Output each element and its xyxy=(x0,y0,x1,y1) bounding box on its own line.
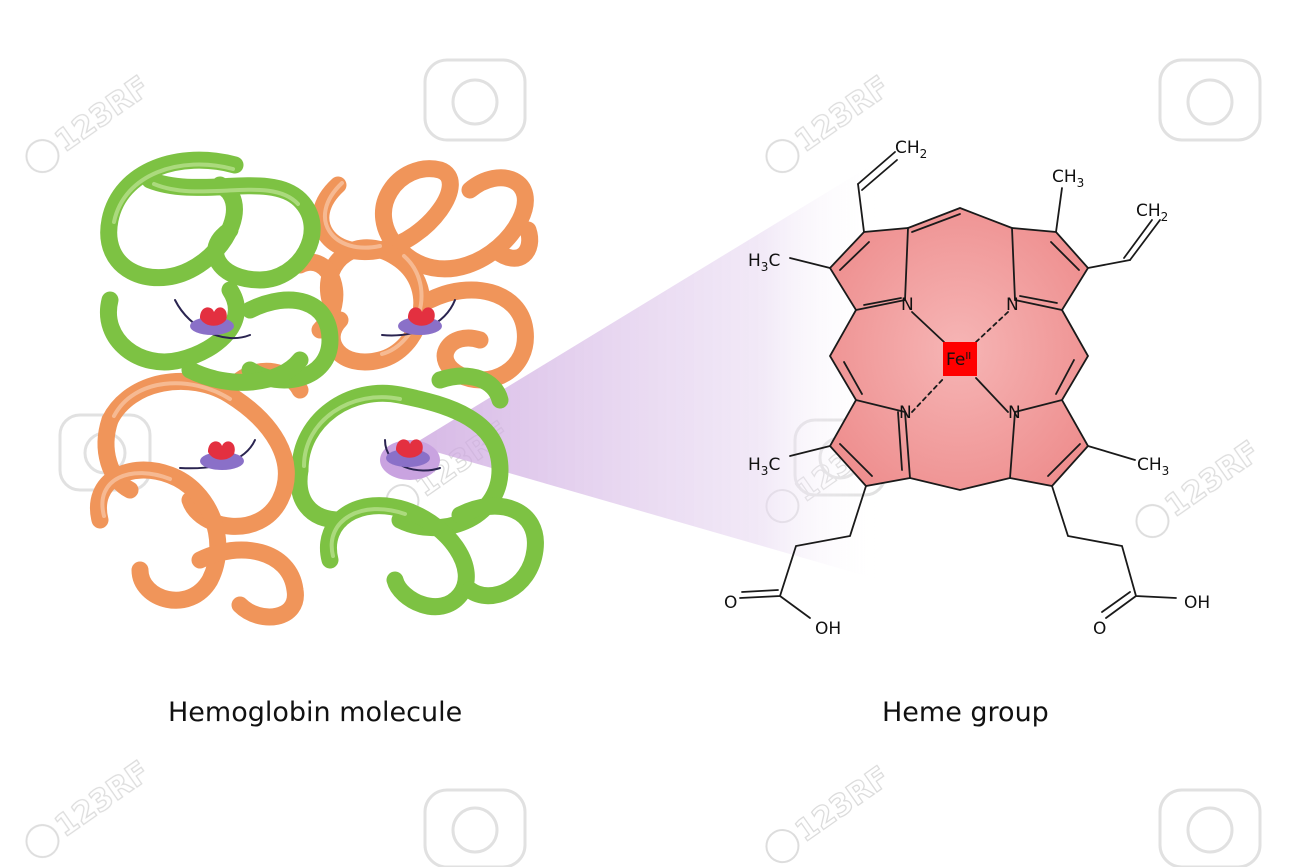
iron-center xyxy=(943,342,977,376)
svg-text:O: O xyxy=(724,593,737,613)
beta-chain-bottom-left xyxy=(90,362,309,626)
nitrogen-label: N xyxy=(901,295,914,315)
hemoglobin-caption: Hemoglobin molecule xyxy=(168,697,463,728)
svg-text:H3C: H3C xyxy=(748,251,780,274)
svg-text:CH3: CH3 xyxy=(1137,455,1169,478)
watermark-text: 123RF xyxy=(789,760,896,850)
svg-text:CH3: CH3 xyxy=(1052,167,1084,190)
svg-text:FeII: FeII xyxy=(946,350,971,370)
heme-site-bottom-right xyxy=(380,439,441,480)
heme-caption: Heme group xyxy=(882,697,1049,728)
watermark-text: 123RF xyxy=(1159,435,1266,525)
svg-text:O: O xyxy=(1093,619,1106,639)
svg-text:OH: OH xyxy=(815,619,841,639)
svg-text:CH2: CH2 xyxy=(1136,201,1168,224)
zoom-cone xyxy=(412,160,880,580)
heme-structure: FeII N N N N CH2 CH3 CH2 H3C H3C CH3 O O… xyxy=(724,138,1210,639)
watermark-text: 123RF xyxy=(789,70,896,160)
svg-text:OH: OH xyxy=(1184,593,1210,613)
svg-text:H3C: H3C xyxy=(748,455,780,478)
nitrogen-label: N xyxy=(899,403,912,423)
alpha-chain-top-left xyxy=(100,151,339,391)
nitrogen-label: N xyxy=(1008,403,1021,423)
watermark-text: 123RF xyxy=(49,755,156,845)
hemoglobin-molecule xyxy=(90,151,544,626)
heme-site-top-right xyxy=(381,299,456,337)
heme-site-top-left xyxy=(174,299,251,340)
svg-text:CH2: CH2 xyxy=(895,138,927,161)
watermark-text: 123RF xyxy=(49,70,156,160)
nitrogen-label: N xyxy=(1006,295,1019,315)
heme-site-bottom-left xyxy=(179,439,256,470)
alpha-chain-bottom-right xyxy=(290,367,544,616)
